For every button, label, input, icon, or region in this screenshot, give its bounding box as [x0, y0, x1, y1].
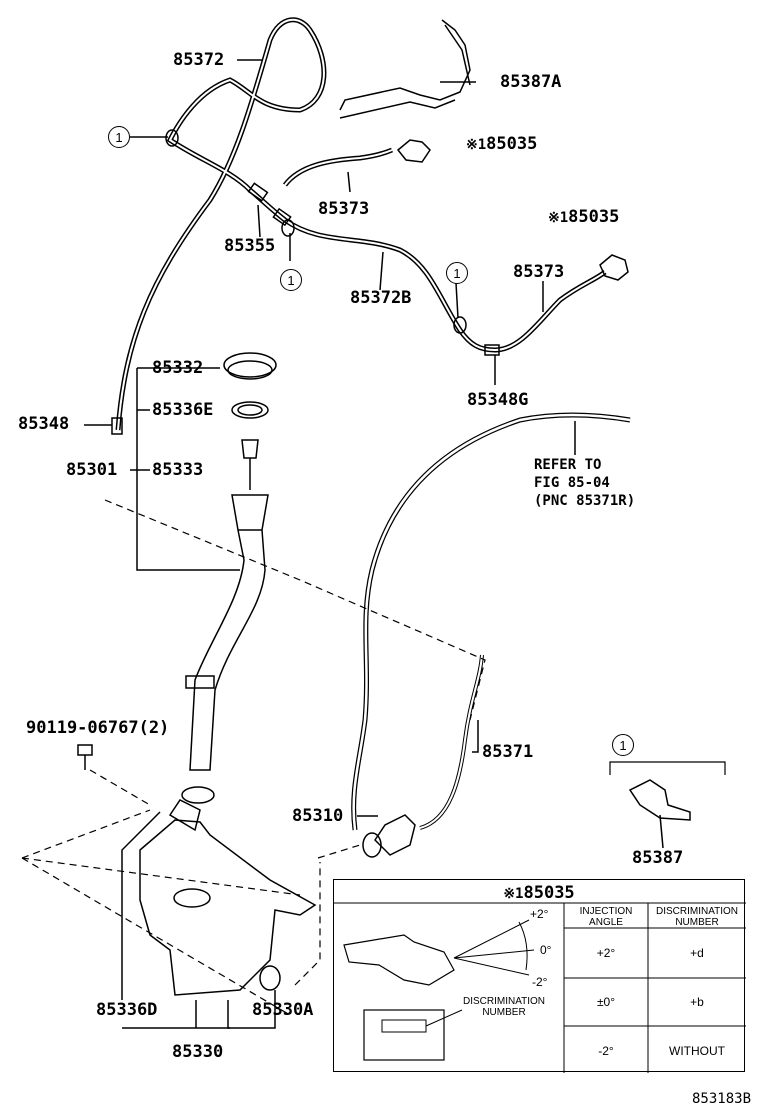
angle-plus2: +2°: [530, 907, 549, 921]
tank-85330: [139, 819, 317, 996]
label-85372B: 85372B: [350, 288, 412, 308]
label-85373-right: 85373: [513, 262, 565, 282]
disc-label-2: NUMBER: [482, 1007, 526, 1018]
label-85332: 85332: [152, 358, 204, 378]
label-85387A: 85387A: [500, 72, 562, 92]
angle-minus2: -2°: [532, 975, 548, 989]
cap-85332: [223, 352, 277, 378]
disc-label-1: DISCRIMINATION: [462, 996, 546, 1007]
label-85330A: 85330A: [252, 1000, 314, 1020]
table-angle-2: ±0°: [596, 995, 616, 1009]
bolt-90119: [77, 744, 93, 770]
label-85387: 85387: [632, 848, 684, 868]
refer-line-1: REFER TO: [534, 457, 602, 473]
inlet-85301: [189, 494, 269, 771]
circle-ref-1d: 1: [612, 734, 634, 756]
table-number-3: WITHOUT: [669, 1044, 725, 1058]
table-number-2: +b: [690, 995, 704, 1009]
table-angle-3: -2°: [598, 1044, 614, 1058]
label-85371: 85371: [482, 742, 534, 762]
label-85310: 85310: [292, 806, 344, 826]
angle-zero: 0°: [540, 943, 552, 957]
part-85387A: [339, 19, 471, 119]
label-85348G: 85348G: [467, 390, 529, 410]
table-angle-1: +2°: [596, 946, 616, 960]
pump-85310: [374, 814, 416, 856]
refer-line-2: FIG 85-04: [534, 475, 610, 491]
grommet-85330A: [259, 965, 281, 991]
nozzle-85035-mid: [599, 254, 629, 281]
table-number-1: +d: [690, 946, 704, 960]
label-85372: 85372: [173, 50, 225, 70]
circle-ref-1b: 1: [280, 269, 302, 291]
label-85373-upper: 85373: [318, 199, 370, 219]
figure-code: 853183B: [692, 1091, 752, 1107]
refer-line-3: (PNC 85371R): [534, 493, 636, 509]
table-header-discrimination: DISCRIMINATION NUMBER: [655, 906, 739, 928]
label-85330: 85330: [172, 1042, 224, 1062]
label-85355: 85355: [224, 236, 276, 256]
label-85301: 85301: [66, 460, 118, 480]
label-bolt: 90119-06767(2): [26, 718, 170, 738]
circle-ref-1c: 1: [446, 262, 468, 284]
label-85333: 85333: [152, 460, 204, 480]
circle-ref-1a: 1: [108, 126, 130, 148]
label-85336E: 85336E: [152, 400, 214, 420]
injection-angle-table: ※185035 INJECTION ANGLE DISCRIMINATION N…: [333, 879, 746, 1073]
gasket-85336E: [231, 401, 269, 419]
label-85035-mid: ※185035: [548, 207, 620, 227]
table-title: ※185035: [503, 883, 575, 903]
clip-85387: [628, 779, 691, 821]
gauge-85333: [241, 439, 259, 490]
table-grid: [334, 902, 746, 1073]
label-85348: 85348: [18, 414, 70, 434]
table-header-injection: INJECTION ANGLE: [579, 906, 633, 928]
nozzle-85035-top: [396, 139, 431, 163]
label-85035-top: ※185035: [466, 134, 538, 154]
label-85336D: 85336D: [96, 1000, 158, 1020]
